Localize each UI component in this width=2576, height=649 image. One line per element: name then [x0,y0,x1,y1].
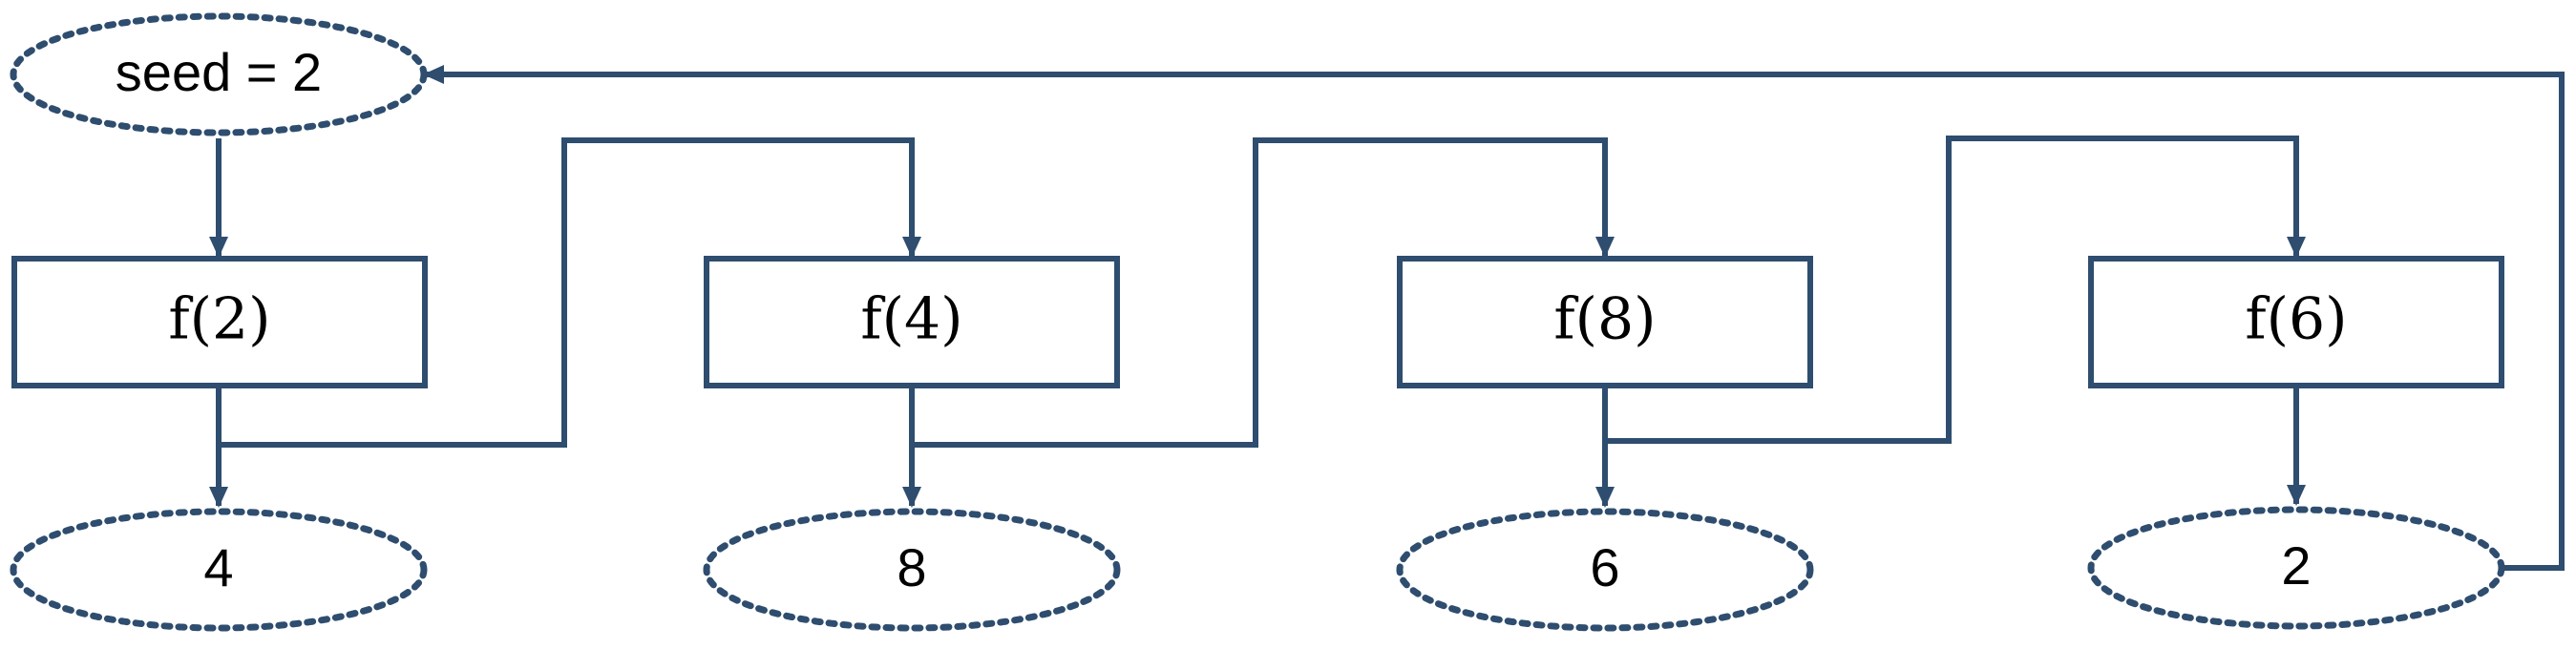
feedback-to-seed-arrow [423,65,2565,571]
function-box-rect [704,256,1120,388]
output-node-8: 8 [703,508,1121,632]
output-label: 8 [897,537,926,597]
function-box-rect [11,256,428,388]
function-box-rect [2088,256,2504,388]
seed-label: seed = 2 [116,42,322,102]
f2-to-f4-connector [219,137,921,448]
output-label: 4 [203,537,233,597]
output-oval [2087,506,2505,630]
function-label: f(4) [860,286,962,353]
output-oval [10,508,428,632]
f4-to-f8-connector [912,137,1615,448]
function-label: f(8) [1553,286,1656,353]
function-box-f8: f(8) [1397,256,1813,388]
output-label: 6 [1590,537,1619,597]
output-oval [1396,508,1814,632]
function-box-f2: f(2) [11,256,428,388]
output-node-2: 2 [2087,506,2505,630]
function-box-f6: f(6) [2088,256,2504,388]
output-oval [703,508,1121,632]
connectors [209,65,2565,571]
seed-oval [10,12,428,136]
seed-node: seed = 2 [10,12,428,136]
output-node-6: 6 [1396,508,1814,632]
function-label: f(6) [2245,286,2347,353]
function-box-rect [1397,256,1813,388]
output-node-4: 4 [10,508,428,632]
function-label: f(2) [168,286,270,353]
f8-to-f6-connector [1605,136,2306,444]
function-box-f4: f(4) [704,256,1120,388]
output-label: 2 [2281,535,2311,596]
